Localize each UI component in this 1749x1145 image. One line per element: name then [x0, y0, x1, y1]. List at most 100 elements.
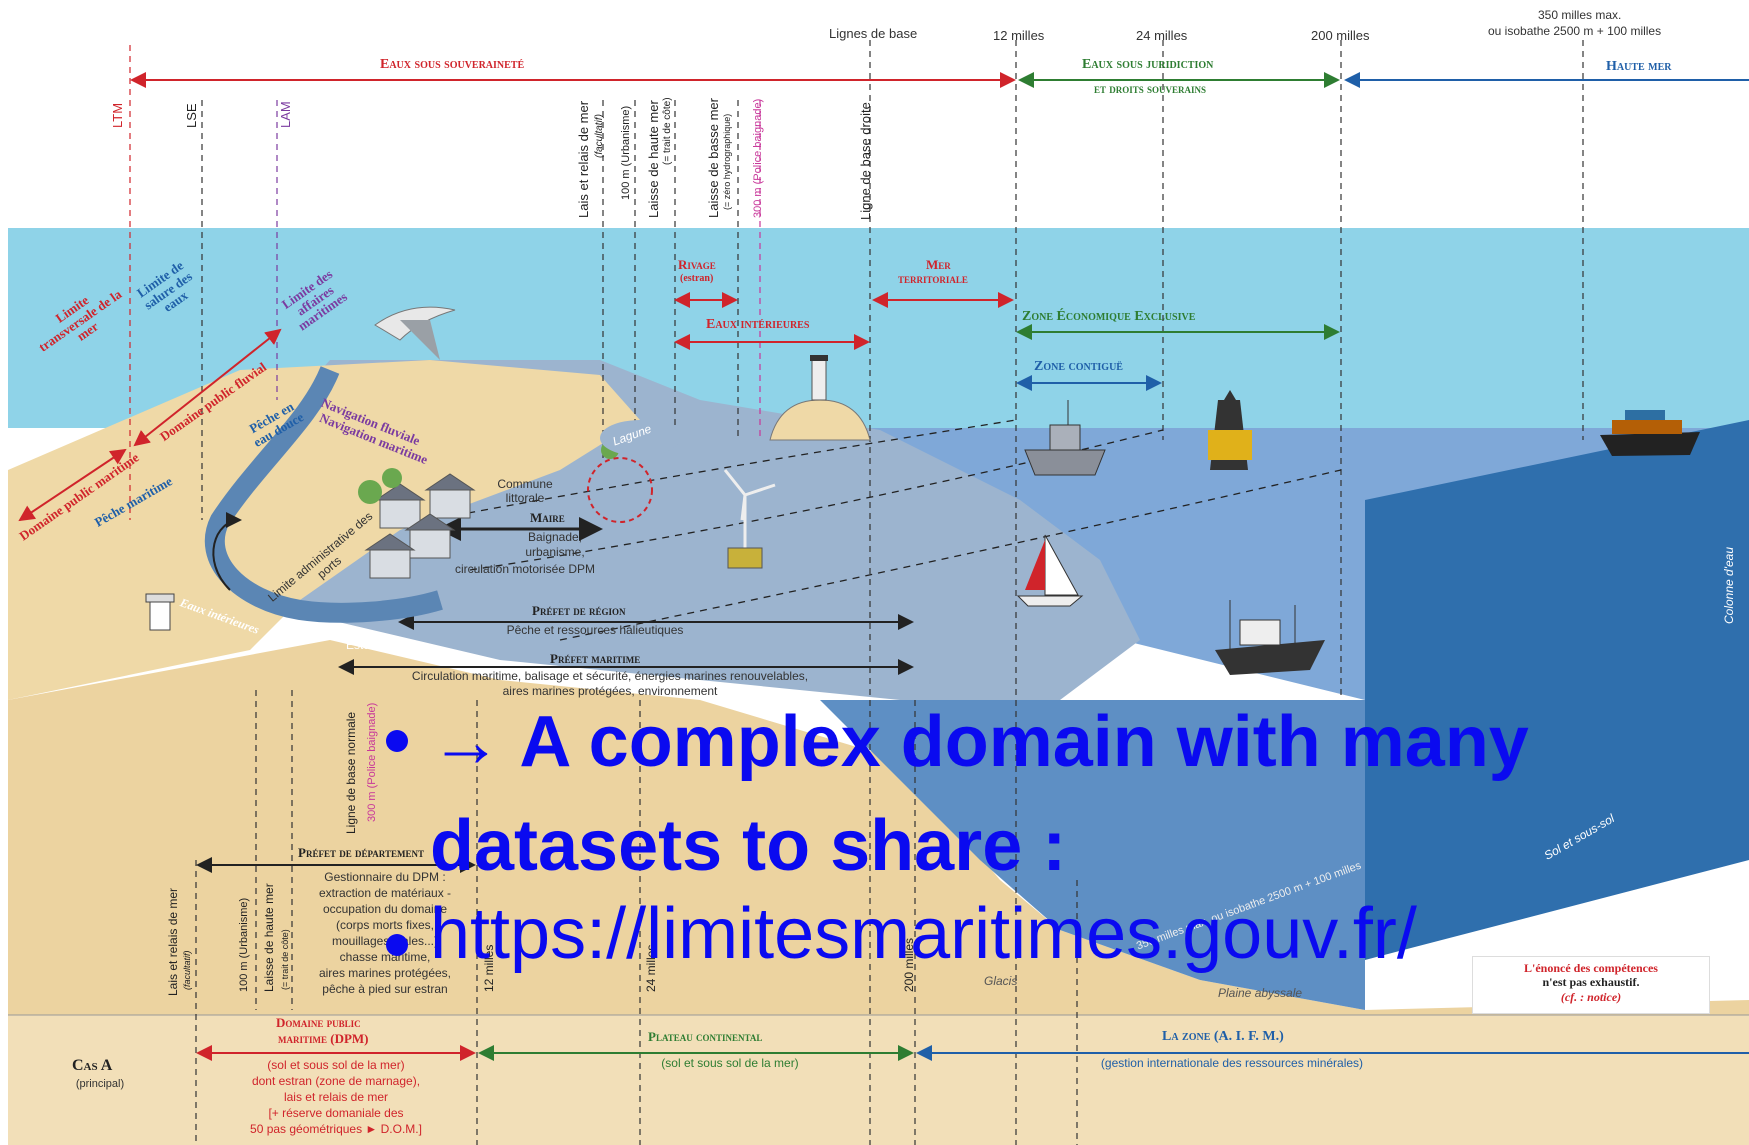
seabed: [8, 640, 1749, 1015]
label-eaux-interieures: Eaux intérieures: [706, 317, 810, 332]
label-prefet-maritime: Préfet maritime: [550, 651, 641, 666]
label-cas-a-sub: (principal): [75, 1078, 125, 1090]
label-eaux-souverainete: Eaux sous souveraineté: [380, 57, 525, 72]
label-cas-a: Cas A: [72, 1057, 113, 1074]
vlabel-lais: Lais et relais de mer: [576, 100, 591, 218]
label-aifm: La zone (A. I. F. M.): [1162, 1029, 1284, 1044]
label-rivage-sub: (estran): [680, 273, 714, 284]
label-colonne-eau: Colonne d'eau: [1722, 546, 1736, 624]
label-maire-sub3: circulation motorisée DPM: [454, 562, 596, 576]
bullet-1-line1: → A complex domain with many: [430, 702, 1529, 782]
legend-box: L'énoncé des compétences n'est pas exhau…: [1472, 956, 1710, 1014]
bullet-dot-2: [386, 934, 408, 956]
label-plateau: Plateau continental: [648, 1029, 763, 1044]
label-dpm: Domaine public: [276, 1015, 361, 1030]
bottom-band: [8, 1015, 1749, 1145]
vlabel-lse: LSE: [184, 103, 199, 128]
vlabel-laisse-basse-sub: (= zéro hydrographique): [722, 113, 732, 210]
label-prefet-departement: Préfet de département: [298, 845, 424, 860]
label-dep-sub5: mouillages, cales...): [331, 934, 439, 948]
label-dpm-sub2: dont estran (zone de marnage),: [251, 1074, 421, 1088]
legend-line2: n'est pas exhaustif.: [1542, 975, 1640, 990]
scale-24-milles: 24 milles: [1136, 28, 1188, 43]
bullet-1: → A complex domain with many datasets to…: [430, 690, 1529, 898]
lagoon: [600, 420, 680, 456]
dpm-land-arrow: [18, 448, 127, 522]
tower-icon: [145, 593, 175, 631]
label-dep-sub1: Gestionnaire du DPM :: [324, 870, 446, 884]
buoy-icon: [1208, 390, 1252, 470]
legend-line3: (cf. : notice): [1560, 989, 1622, 1004]
vlabel-laisse-haute-sub: (= trait de côte): [662, 97, 673, 165]
port-limit-circle: [587, 457, 653, 523]
bullet-1-line2: datasets to share :: [430, 806, 1067, 886]
vlabel-laisse-haute: Laisse de haute mer: [646, 100, 661, 218]
label-aifm-sub: (gestion internationale des ressources m…: [1100, 1056, 1364, 1070]
vlabel-100m-lower: 100 m (Urbanisme): [238, 897, 250, 992]
bullet-2-link[interactable]: https://limitesmaritimes.gouv.fr/: [430, 894, 1417, 974]
label-commune: Commune littorale: [497, 477, 553, 506]
scale-200-milles: 200 milles: [1311, 28, 1370, 43]
label-zone-contigue: Zone contiguë: [1034, 359, 1123, 374]
scale-12-milles: 12 milles: [993, 28, 1045, 43]
vlabel-lais-lower-sub: (facultatif): [182, 950, 192, 990]
continental-slope: [820, 700, 1365, 1010]
label-haute-mer: Haute mer: [1606, 59, 1672, 74]
label-dpm2: maritime (DPM): [278, 1031, 369, 1046]
vlabel-100m: 100 m (Urbanisme): [620, 105, 632, 200]
label-rivage: Rivage: [678, 257, 716, 272]
label-dep-sub4: (corps morts fixes,: [335, 918, 434, 932]
wind-turbine-icon: [723, 469, 776, 569]
label-mer: Mer: [926, 257, 951, 272]
label-dpm-sub3: lais et relais de mer: [283, 1090, 389, 1104]
label-plaine: Plaine abyssale: [1218, 986, 1303, 1000]
label-dep-sub3: occupation du domaine: [322, 902, 448, 916]
bullet-dot-1: [386, 730, 408, 752]
legend-line1: L'énoncé des compétences: [1524, 961, 1658, 975]
label-maire-sub2: urbanisme,: [525, 545, 585, 559]
vlabel-ligne-normale: Ligne de base normale: [344, 711, 358, 834]
label-prefet-region: Préfet de région: [532, 603, 626, 618]
label-maire: Maire: [530, 510, 565, 525]
label-eaux-juridiction: Eaux sous juridiction: [1082, 57, 1214, 72]
lighthouse-icon: [769, 355, 871, 441]
label-dep-sub8: pêche à pied sur estran: [322, 982, 448, 996]
label-estuaire: Estuaire: [346, 638, 391, 652]
village-icon: [364, 473, 476, 579]
label-maire-sub1: Baignade,: [527, 530, 583, 544]
river-arrow: [212, 512, 242, 591]
label-prefet-maritime-sub1: Circulation maritime, balisage et sécuri…: [411, 669, 809, 683]
label-dpm-sub4: [+ réserve domaniale des: [268, 1106, 404, 1120]
scale-350-sub: ou isobathe 2500 m + 100 milles: [1488, 24, 1662, 38]
label-zee: Zone Économique Exclusive: [1022, 309, 1196, 324]
vlabel-300m: 300 m (Police baignade): [752, 98, 764, 218]
label-dep-sub6: chasse maritime,: [339, 950, 431, 964]
vlabel-lais-sub: (facultatif): [594, 114, 605, 158]
patrol-ship-icon: [1024, 400, 1106, 476]
vlabel-laisse-lower: Laisse de haute mer: [262, 883, 276, 992]
vlabel-300m-lower: 300 m (Police baignade): [366, 702, 378, 822]
dpf-land-arrow: [133, 328, 282, 447]
sailboat-icon: [1016, 534, 1084, 607]
label-plateau-sub: (sol et sous sol de la mer): [661, 1056, 799, 1070]
water-column-face: [1365, 420, 1749, 960]
vlabel-laisse-basse: Laisse de basse mer: [706, 98, 721, 218]
scale-350-milles: 350 milles max.: [1538, 8, 1622, 22]
label-dep-sub2: extraction de matériaux -: [318, 886, 452, 900]
fishing-boat-icon: [1215, 600, 1325, 675]
label-droits-souverains: et droits souverains: [1094, 81, 1207, 96]
seagull-icon: [374, 306, 456, 360]
vlabel-ligne-droite: Ligne de base droite: [858, 102, 873, 220]
boundary-guides: [195, 40, 1584, 1145]
label-prefet-region-sub: Pêche et ressources halieutiques: [506, 623, 684, 637]
scale-lignes-de-base: Lignes de base: [829, 26, 918, 41]
label-prefet-maritime-sub2: aires marines protégées, environnement: [502, 684, 718, 698]
container-ship-icon: [1600, 410, 1700, 456]
label-dpm-sub1: (sol et sous sol de la mer): [267, 1058, 405, 1072]
vlabel-ltm: LTM: [110, 102, 125, 128]
label-territoriale: territoriale: [898, 271, 968, 286]
vlabel-lam: LAM: [278, 101, 293, 128]
label-glacis: Glacis: [984, 974, 1018, 988]
